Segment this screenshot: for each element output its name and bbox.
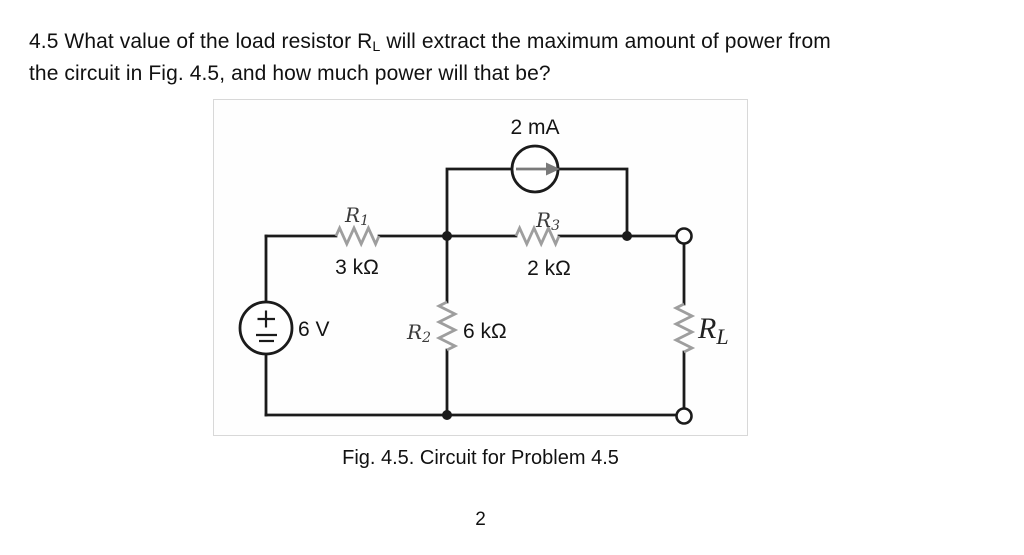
figure-caption: Fig. 4.5. Circuit for Problem 4.5 — [342, 447, 619, 469]
r3-value-label: 2 kΩ — [527, 257, 571, 280]
r2-value-label: 6 kΩ — [463, 320, 507, 343]
problem-subscript: L — [372, 39, 381, 56]
problem-statement: 4.5 What value of the load resistor RL w… — [29, 27, 979, 89]
rl-symbol-label: RL — [697, 312, 729, 349]
r2-symbol-label: R2 — [406, 320, 431, 346]
rl-symbol: R — [697, 312, 716, 345]
r1-value-label: 3 kΩ — [335, 256, 379, 279]
voltage-source-label: 6 V — [298, 318, 330, 341]
terminal-circle-bottom — [675, 407, 693, 425]
r1-subscript: 1 — [360, 213, 369, 229]
current-arrow-icon — [546, 162, 560, 176]
r3-subscript: 3 — [551, 218, 560, 234]
r2-subscript: 2 — [421, 330, 431, 346]
r3-symbol: R — [535, 208, 551, 232]
figure-scan: 2 mA R1 3 kΩ R3 2 kΩ 6 V R2 6 kΩ RL — [213, 99, 748, 436]
problem-line2-text: the circuit in Fig. 4.5, and how much po… — [29, 62, 551, 85]
resistor-r1 — [334, 224, 381, 248]
problem-line1-text: 4.5 What value of the load resistor R — [29, 30, 373, 53]
wire-cs-loop-right — [556, 167, 629, 238]
node-dot — [442, 231, 452, 241]
resistor-rl — [672, 302, 696, 354]
wire-cs-loop-left — [445, 167, 514, 238]
rl-subscript: L — [715, 324, 728, 349]
problem-line1-rest: will extract the maximum amount of power… — [380, 30, 831, 53]
page-number: 2 — [475, 509, 486, 530]
resistor-r3 — [514, 224, 561, 248]
r2-symbol: R — [406, 320, 422, 344]
current-source-label: 2 mA — [510, 116, 559, 139]
node-dot — [622, 231, 632, 241]
r1-symbol-label: R1 — [344, 203, 369, 229]
terminal-circle-top — [675, 227, 693, 245]
node-dot — [442, 410, 452, 420]
r1-symbol: R — [344, 203, 360, 227]
voltage-source — [238, 300, 294, 356]
resistor-r2 — [435, 300, 459, 352]
r3-symbol-label: R3 — [535, 208, 560, 234]
circuit-diagram: 2 mA R1 3 kΩ R3 2 kΩ 6 V R2 6 kΩ RL — [238, 116, 729, 425]
